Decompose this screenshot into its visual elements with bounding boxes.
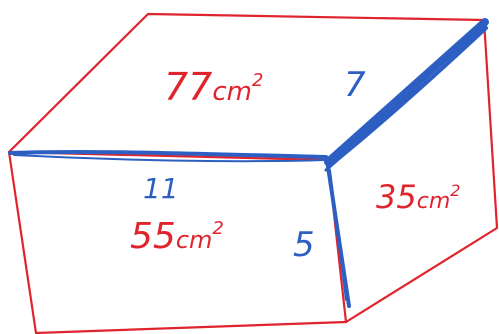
depth-label: 7 xyxy=(344,65,366,105)
side-area-exponent: 2 xyxy=(450,181,460,200)
length-label: 11 xyxy=(143,172,179,205)
box-outline xyxy=(7,12,499,334)
side-area-label: 35cm2 xyxy=(376,178,460,216)
depth-edge-stroke-3 xyxy=(324,28,478,172)
side-face-outline xyxy=(344,18,499,324)
height-label: 5 xyxy=(293,225,315,265)
top-area-label: 77cm2 xyxy=(164,65,263,109)
height-edge-stroke-2 xyxy=(329,169,347,301)
front-area-unit: cm xyxy=(176,226,213,254)
top-area-value: 77 xyxy=(164,65,212,109)
front-area-exponent: 2 xyxy=(212,218,223,239)
side-area-value: 35 xyxy=(376,178,417,216)
front-face-outline xyxy=(7,150,348,334)
front-area-value: 55 xyxy=(130,216,176,257)
top-area-unit: cm xyxy=(212,77,252,107)
length-edge-stroke-2 xyxy=(13,154,327,163)
front-area-label: 55cm2 xyxy=(130,216,224,257)
top-area-exponent: 2 xyxy=(252,70,263,91)
side-area-unit: cm xyxy=(417,189,451,214)
highlighted-edges xyxy=(8,18,489,308)
length-edge xyxy=(8,149,328,159)
